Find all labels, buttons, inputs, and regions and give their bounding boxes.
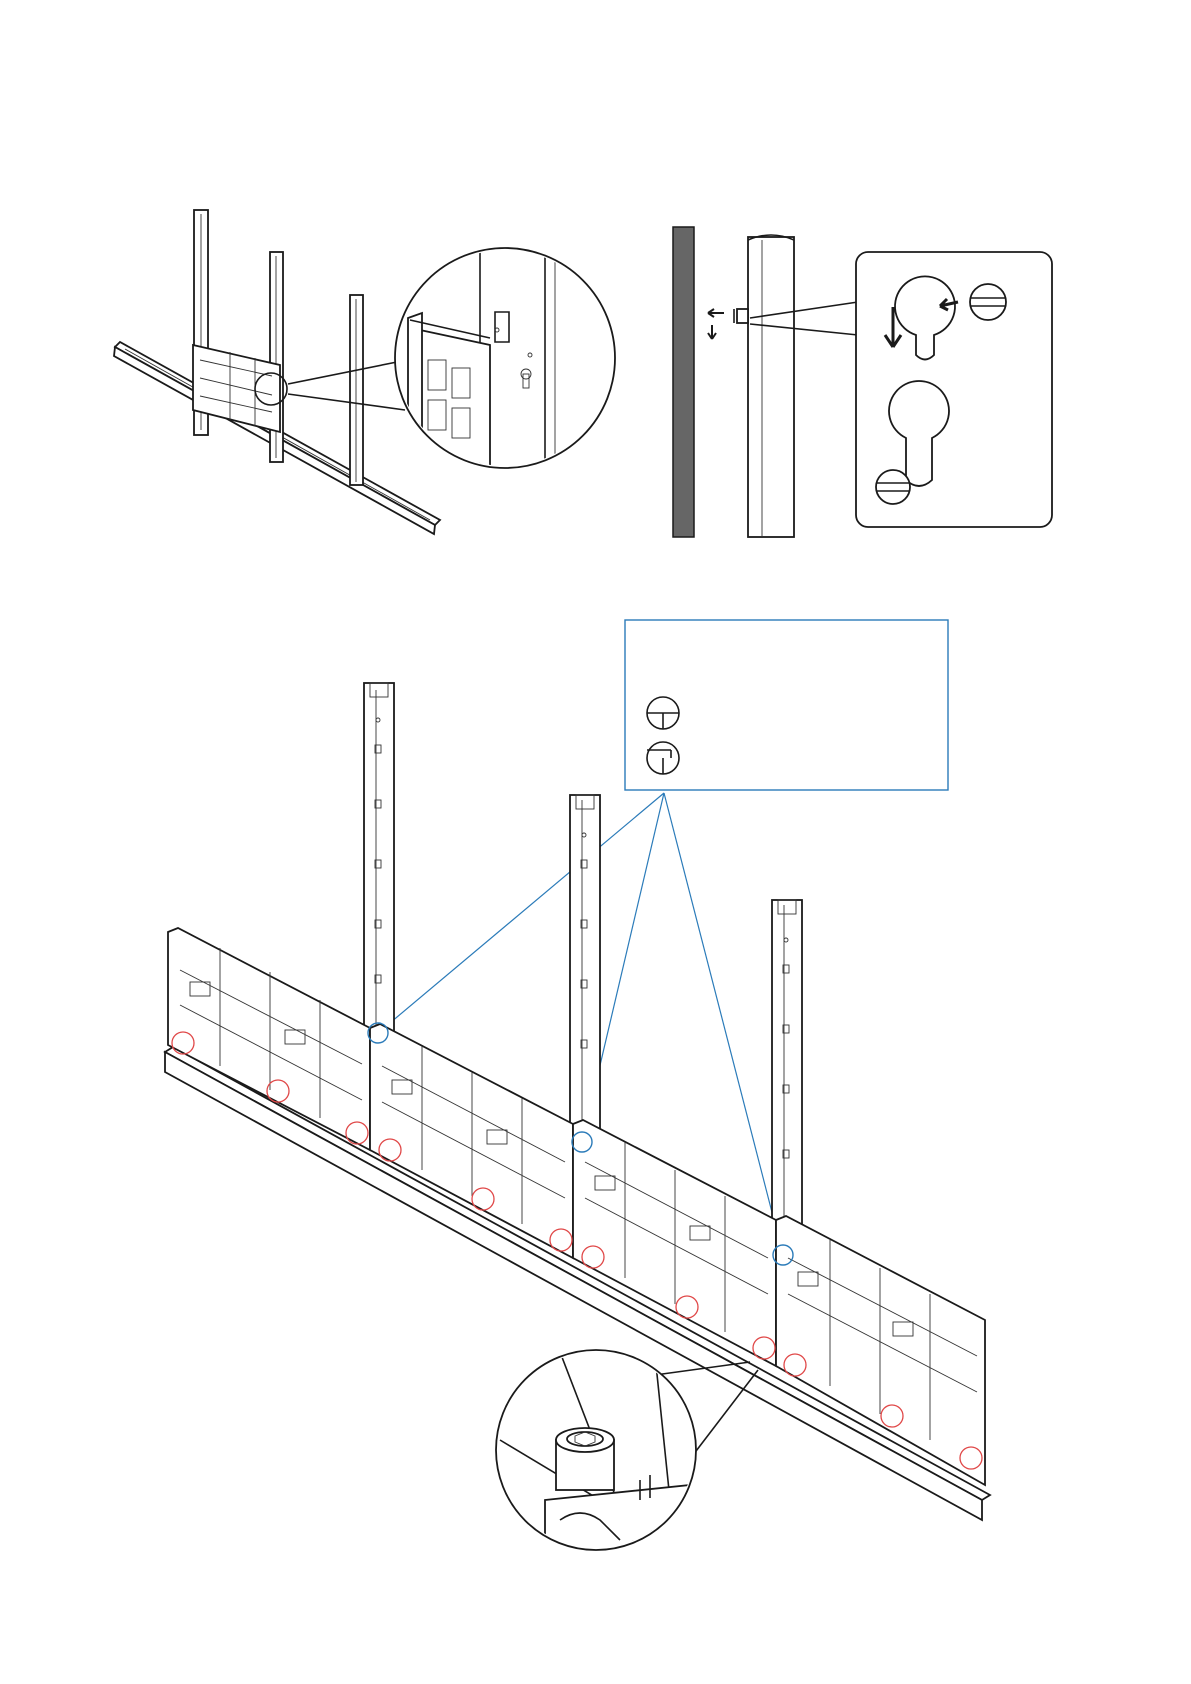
screw-head-round-icon bbox=[647, 697, 679, 729]
wall-profile-illustration bbox=[673, 227, 858, 537]
wall bbox=[673, 227, 694, 537]
hook-head-icon bbox=[970, 284, 1006, 320]
vertical-rail-right bbox=[350, 295, 363, 485]
legend-box bbox=[625, 620, 948, 790]
drop-arrow-down bbox=[708, 325, 716, 339]
vertical-rail-section bbox=[748, 235, 794, 537]
detail-magnifier bbox=[395, 248, 615, 470]
hook-head-seated-icon bbox=[876, 470, 910, 504]
assembly-rail-right bbox=[772, 900, 802, 1258]
hook-stud bbox=[734, 309, 748, 323]
assembly-rail-left bbox=[364, 683, 394, 1043]
bolt-detail-magnifier bbox=[496, 1350, 700, 1560]
zoom-leader bbox=[288, 362, 397, 384]
rail-assembly-illustration bbox=[114, 210, 615, 534]
screw-head-step-icon bbox=[647, 742, 679, 774]
keyhole-hook-detail bbox=[856, 252, 1052, 527]
assembly-rail-middle bbox=[570, 795, 600, 1145]
zoom-leader bbox=[288, 394, 405, 410]
insert-arrow-left bbox=[708, 309, 724, 317]
bolt-zoom-leader bbox=[693, 1370, 758, 1455]
